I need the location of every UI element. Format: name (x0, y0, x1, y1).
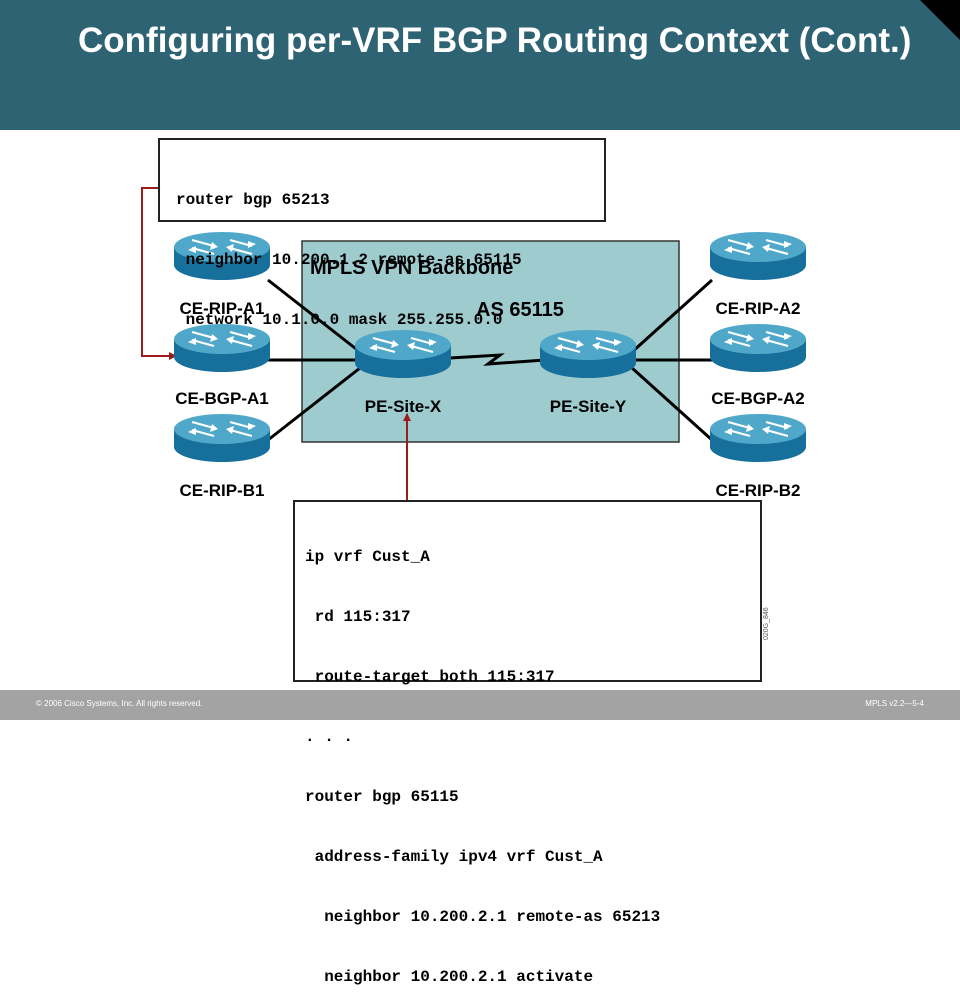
label-ce-rip-a1: CE-RIP-A1 (179, 299, 264, 318)
code-line: router bgp 65213 (176, 191, 330, 209)
copyright-text: © 2006 Cisco Systems, Inc. All rights re… (36, 699, 203, 708)
router-ce-bgp-a2 (708, 322, 808, 374)
course-page-id: MPLS v2.2—5-4 (865, 699, 924, 708)
label-ce-rip-b1: CE-RIP-B1 (179, 481, 264, 500)
code-line: rd 115:317 (305, 608, 411, 626)
code-line: network 10.1.0.0 mask 255.255.0.0 (176, 311, 503, 329)
backbone-label: MPLS VPN Backbone (310, 257, 513, 279)
code-line: address-family ipv4 vrf Cust_A (305, 848, 603, 866)
label-pe-site-y: PE-Site-Y (550, 397, 627, 416)
code-line: . . . (305, 728, 354, 746)
code-line: router bgp 65115 (305, 788, 459, 806)
code-line: neighbor 10.200.2.1 activate (305, 968, 594, 986)
label-ce-bgp-a1: CE-BGP-A1 (175, 389, 269, 408)
router-ce-rip-b1 (172, 412, 272, 464)
router-ce-rip-b2 (708, 412, 808, 464)
router-ce-rip-a2 (708, 230, 808, 282)
label-pe-site-x: PE-Site-X (365, 397, 442, 416)
router-icon (708, 412, 808, 464)
code-line: neighbor 10.200.1.2 remote-as 65115 (176, 251, 522, 269)
link-ce-rip-b1-pe-x (267, 366, 361, 442)
link-ce-rip-a1-pe-x (267, 278, 361, 354)
router-icon (708, 230, 808, 282)
pe-vrf-config-box: ip vrf Cust_A rd 115:317 route-target bo… (293, 500, 762, 986)
as-label: AS 65115 (476, 299, 564, 321)
label-ce-rip-b2: CE-RIP-B2 (715, 481, 800, 500)
figure-id: 020G_846 (763, 607, 770, 640)
network-diagram: MPLS VPN Backbone AS 65115 CE-RIP-A1 CE-… (141, 187, 808, 500)
router-icon (708, 322, 808, 374)
slide-title: Configuring per-VRF BGP Routing Context … (78, 21, 912, 60)
link-pe-y-ce-rip-a2 (630, 278, 714, 354)
code-line: neighbor 10.200.2.1 remote-as 65213 (305, 908, 661, 926)
footer-bar: © 2006 Cisco Systems, Inc. All rights re… (0, 690, 960, 720)
code-line: route-target both 115:317 (305, 668, 555, 686)
title-banner: Configuring per-VRF BGP Routing Context … (0, 0, 960, 130)
link-pe-y-ce-rip-b2 (630, 366, 714, 442)
label-ce-bgp-a2: CE-BGP-A2 (711, 389, 805, 408)
router-icon (172, 412, 272, 464)
ce-bgp-config-box: router bgp 65213 neighbor 10.200.1.2 rem… (158, 138, 606, 329)
arrow-config-to-ce-bgp-a1 (141, 187, 177, 360)
link-pe-x-pe-y (449, 353, 546, 366)
code-line: ip vrf Cust_A (305, 548, 430, 566)
corner-triangle (920, 0, 960, 40)
label-ce-rip-a2: CE-RIP-A2 (715, 299, 800, 318)
